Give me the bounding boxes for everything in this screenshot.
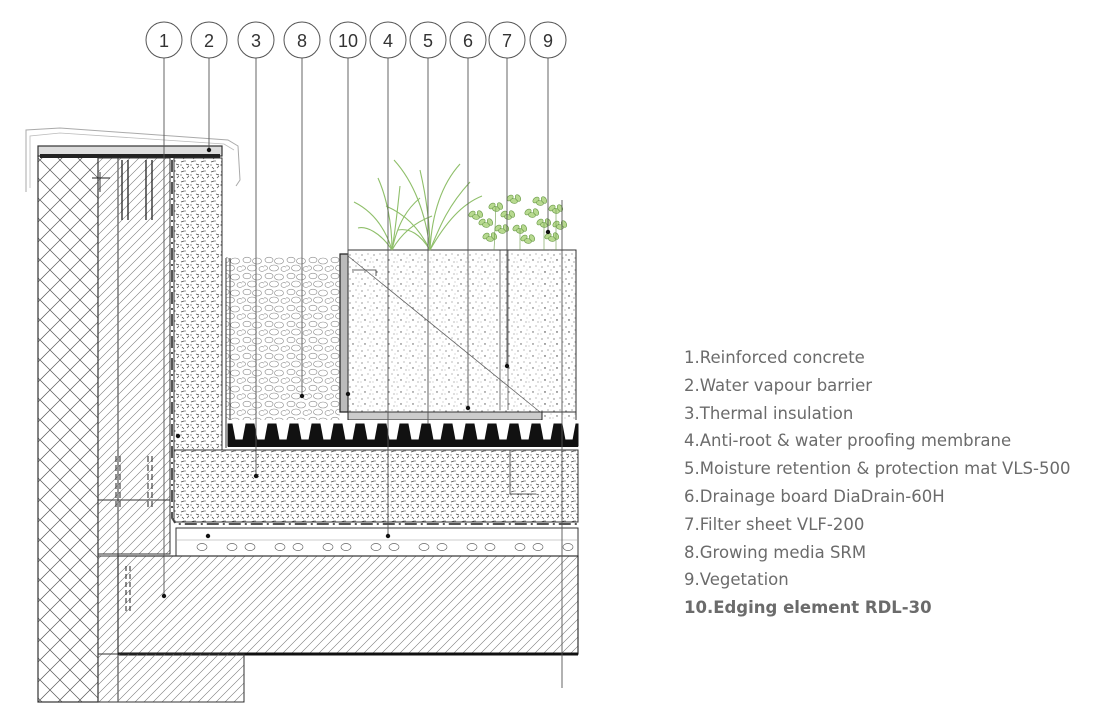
vegetation-grass [353,159,483,251]
plant-stems [493,205,557,251]
growing-media [347,249,577,422]
aggregate-stone [244,543,256,551]
parapet-infill [92,157,171,555]
screed-layer [175,527,579,557]
svg-text:10: 10 [338,31,358,51]
callout-5: 5 [409,21,447,59]
callout-9: 9 [529,21,567,59]
insulation-upright [173,157,223,451]
legend-item: 7.Filter sheet VLF-200 [684,514,865,534]
insulation-slab [173,449,579,523]
callout-8: 8 [283,21,321,59]
aggregate-stone [274,543,286,551]
leaf [482,222,490,228]
aggregate-stone [322,543,334,551]
leaf [496,202,504,210]
leaf [528,234,536,242]
leaf [524,238,532,244]
leaf [532,208,540,216]
legend-item: 8.Growing media SRM [684,542,867,562]
drainage-board [222,420,579,451]
svg-text:5: 5 [423,31,433,51]
legend-item: 1.Reinforced concrete [684,348,865,367]
aggregate-stone [370,543,382,551]
callout-10: 10 [329,21,367,59]
svg-text:1: 1 [159,31,169,51]
callout-1: 1 [145,21,183,59]
callout-balloons: 1 2 3 8 10 4 5 6 7 9 [145,21,567,59]
leaf [486,218,494,226]
leaf [528,212,536,218]
leaf [514,194,522,202]
svg-text:2: 2 [204,31,214,51]
leaf [472,214,480,220]
leaf [540,196,548,204]
aggregate-stone [388,543,400,551]
leaf [486,236,494,242]
aggregate-stone [562,543,574,551]
aggregate-stone [196,543,208,551]
leader-lines [163,58,563,688]
aggregate-stone [484,543,496,551]
aggregate-stone [532,543,544,551]
leader-dots [161,147,551,599]
aggregate-stone [418,543,430,551]
leaf [476,210,484,218]
callout-7: 7 [488,21,526,59]
legend-item: 9.Vegetation [684,570,789,590]
callout-2: 2 [190,21,228,59]
callout-3: 3 [237,21,275,59]
callout-6: 6 [449,21,487,59]
parapet-coping [25,127,241,192]
leaf [508,210,516,218]
svg-text:9: 9 [543,31,553,51]
legend-item: 3.Thermal insulation [684,403,854,423]
aggregate-stone [466,543,478,551]
roof-slab [97,456,579,703]
leaf [510,198,518,204]
leaf [504,214,512,220]
legend-item: 5.Moisture retention & protection mat VL… [684,459,1071,479]
leaf [548,236,556,242]
leaf [520,224,528,232]
svg-text:8: 8 [297,31,307,51]
leaf [536,200,544,206]
svg-text:3: 3 [251,31,261,51]
callout-4: 4 [369,21,407,59]
leaf [498,228,506,234]
gravel-zone [226,256,340,420]
aggregate-stone [226,543,238,551]
legend-item: 10.Edging element RDL-30 [684,598,932,618]
legend-item: 2.Water vapour barrier [684,375,873,395]
leaf [490,232,498,240]
legend-item: 4.Anti-root & water proofing membrane [684,431,1012,451]
aggregate-stone [292,543,304,551]
aggregate-stone [340,543,352,551]
legend-item: 6.Drainage board DiaDrain-60H [684,486,945,506]
svg-text:4: 4 [383,31,393,51]
svg-text:7: 7 [502,31,512,51]
svg-text:6: 6 [463,31,473,51]
vegetation-leafy [468,194,568,251]
aggregate-stone [436,543,448,551]
legend-list: 1.Reinforced concrete 2.Water vapour bar… [684,344,1070,622]
aggregate-stone [514,543,526,551]
